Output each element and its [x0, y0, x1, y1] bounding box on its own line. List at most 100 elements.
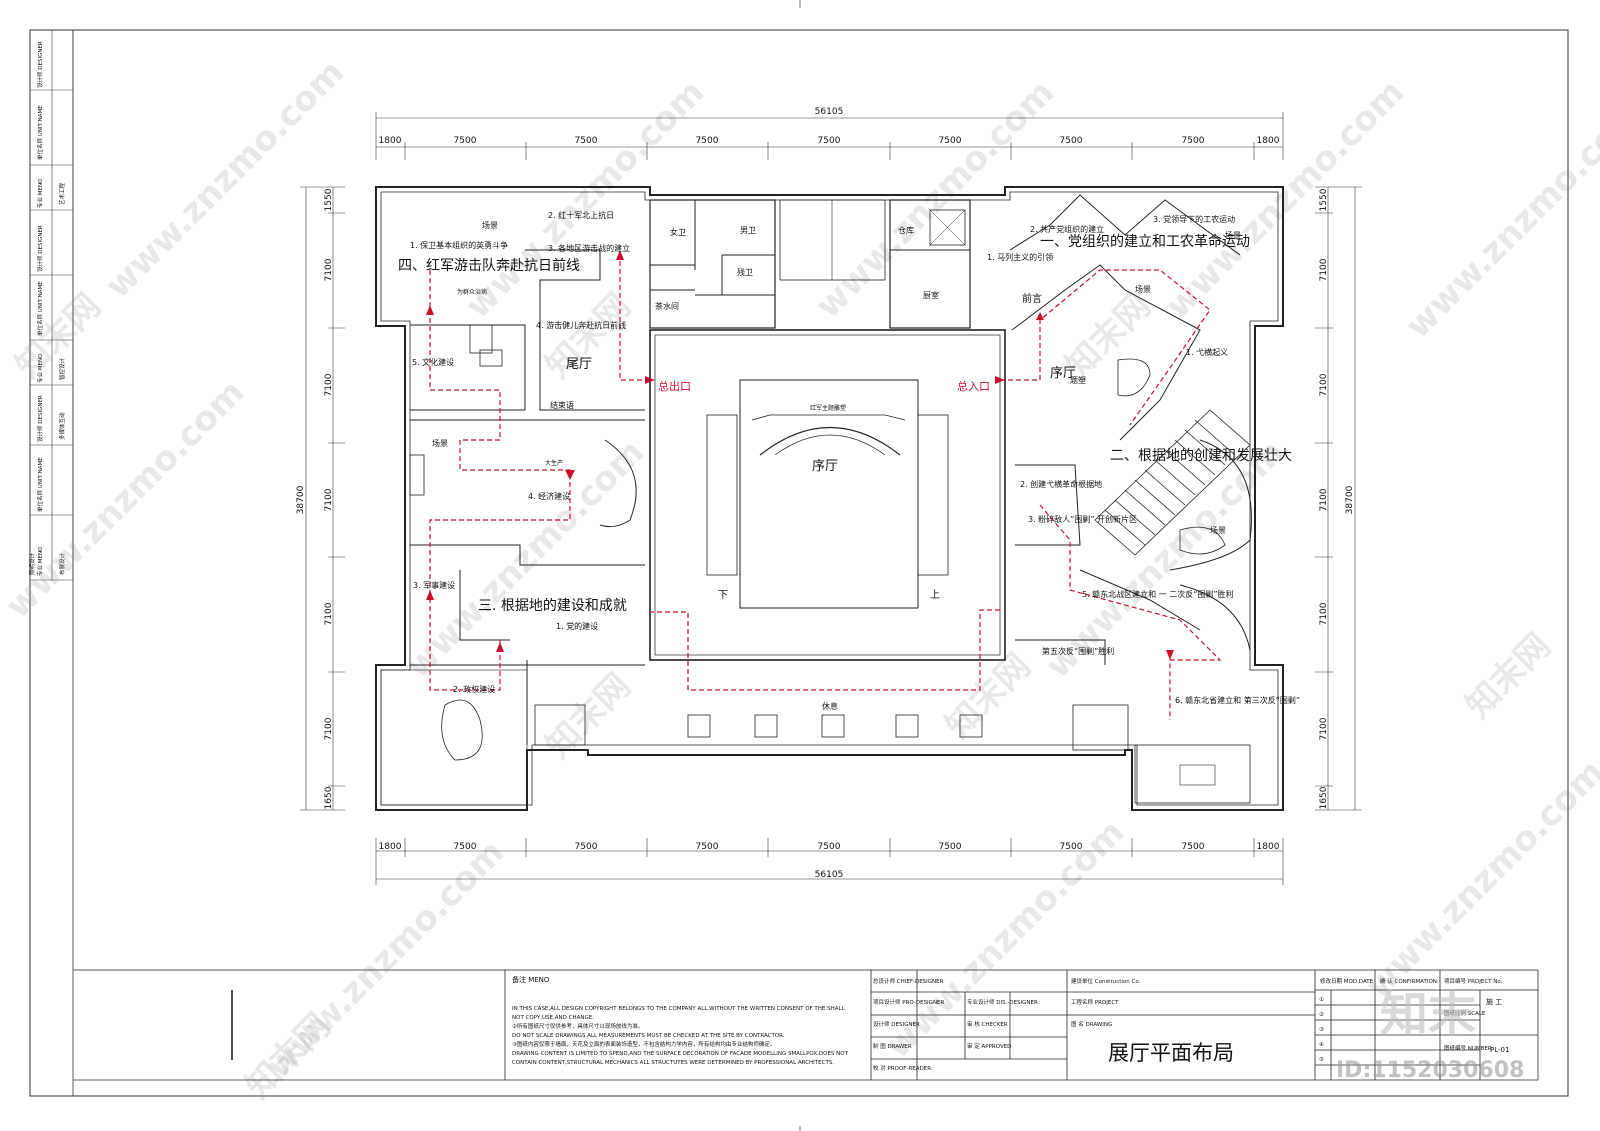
dim-right-seg: 7100: [1319, 488, 1329, 511]
dim-left-seg: 1650: [324, 786, 334, 809]
field-checker: 审 核 CHECKER: [967, 1020, 1008, 1028]
dim-bottom-seg: 7500: [696, 842, 719, 852]
strip-cell-3: 专业 MENO: [36, 178, 44, 208]
sheet-frame: [29, 29, 1569, 1097]
label-main-entrance: 总入口: [957, 379, 990, 393]
watermark-brand: 知末网: [1458, 626, 1558, 726]
dim-left-seg: 7100: [324, 717, 334, 740]
strip-cell-9: 专业 MENO: [36, 546, 44, 576]
drawing-number: PL-01: [1490, 1046, 1509, 1054]
exhibit-d1: 1. 保卫基本组织的英勇斗争: [410, 240, 508, 250]
note-line: NOT COPY,USE,AND CHANGE.: [512, 1015, 594, 1021]
room-disabled-wc: 残卫: [737, 267, 753, 277]
room-storage: 仓库: [898, 225, 914, 235]
dim-bottom-seg: 1800: [1257, 842, 1280, 852]
id-watermark: ID:1152030608: [1336, 1058, 1524, 1083]
revision-mark: ①: [1319, 997, 1324, 1003]
dim-bottom-seg: 7500: [939, 842, 962, 852]
label-topic-sculpture: 题塑: [1070, 376, 1086, 385]
watermark-brand: 知末网: [8, 286, 108, 386]
dim-total-height-right: 38700: [1345, 485, 1355, 514]
label-for-masses: 为群众治病: [457, 288, 487, 296]
section-heading-3: 三. 根据地的建设和成就: [478, 598, 627, 614]
exhibit-b1: 1. 弋横起义: [1186, 347, 1228, 357]
exhibit-b5b: 第五次反“围剿”胜利: [1042, 646, 1114, 656]
label-down: 下: [718, 590, 728, 601]
exhibit-c4: 4. 经济建设: [528, 491, 570, 501]
room-preface: 前言: [1022, 292, 1042, 305]
note-line: CONTAIN CONTENT,STRUCTURAL MECHANICS ALL…: [512, 1060, 834, 1066]
dim-left-seg: 7100: [324, 258, 334, 281]
field-project: 工程名称 PROJECT: [1071, 998, 1119, 1006]
field-drawing-label: 图 名 DRAWING: [1071, 1020, 1112, 1028]
field-phase: 施 工: [1486, 997, 1502, 1006]
label-scene: 场景: [1210, 526, 1226, 535]
field-number-label: 图纸编号 NUMBER: [1444, 1044, 1492, 1052]
drawing-title: 展厅平面布局: [1108, 1041, 1234, 1065]
building-walls: [375, 186, 1284, 811]
exhibit-d3: 3. 各地区游击战的建立: [548, 243, 630, 253]
dim-right-seg: 7100: [1319, 373, 1329, 396]
strip-value-1: 艺术工程: [58, 182, 66, 205]
exhibit-c2: 2. 政权建设: [453, 684, 495, 694]
dim-bottom-seg: 1800: [379, 842, 402, 852]
dim-top-seg: 7500: [1182, 136, 1205, 146]
watermark-site: www.znzmo.com: [458, 72, 712, 326]
note-line: DO NOT SCALE DRAWINGS ALL MEASUREMENTS M…: [512, 1033, 785, 1039]
field-chief-designer: 总设计师 CHIEF-DESIGNER: [873, 977, 944, 985]
watermark-site: www.znzmo.com: [1158, 72, 1412, 326]
exhibit-b3: 3. 粉碎敌人“围剿” 开创新片区: [1028, 514, 1137, 524]
strip-cell-7: 设计师 DESIGNER: [36, 395, 44, 442]
room-female-wc: 女卫: [670, 227, 686, 237]
field-scale: 图纸比例 SCALE: [1444, 1009, 1486, 1017]
label-theme-sculpture: 红军主题雕塑: [810, 404, 846, 412]
field-proof: 校 对 PROOF-READER: [873, 1064, 931, 1072]
room-conclusion: 结束语: [550, 400, 574, 410]
field-mod-date: 修改日期 MOD.DATE: [1320, 977, 1374, 985]
note-line: IN THIS CASE,ALL DESIGN COPYRIGHT BELONG…: [512, 1006, 846, 1012]
dimension-bottom: [375, 838, 1284, 885]
field-approved: 审 定 APPROVED: [967, 1042, 1011, 1050]
revision-mark: ③: [1319, 1027, 1324, 1033]
label-scene: 场景: [1225, 231, 1241, 240]
logo-watermark: 知末: [1380, 986, 1476, 1042]
watermark-brand: 知末网: [938, 646, 1038, 746]
dimension-right: [1315, 186, 1362, 811]
watermark-site: www.znzmo.com: [98, 52, 352, 306]
exhibit-a1: 1. 马列主义的引领: [987, 252, 1053, 262]
revision-mark: ②: [1319, 1011, 1324, 1018]
dim-right-seg: 1550: [1319, 188, 1329, 211]
dim-top-seg: 1800: [379, 136, 402, 146]
left-info-strip: 设计师 DESIGNER 单位名称 UNIT NAME 专业 MENO 设计师 …: [28, 30, 74, 581]
room-kitchen: 厨室: [923, 290, 939, 300]
label-up: 上: [930, 589, 940, 601]
dim-total-height-left: 38700: [296, 485, 306, 514]
room-male-wc: 男卫: [740, 226, 756, 235]
room-xu-ting: 序厅: [1050, 366, 1076, 381]
dim-top-seg: 7500: [939, 136, 962, 146]
exhibit-c3: 3. 军事建设: [413, 580, 455, 590]
revision-mark: ④: [1319, 1042, 1324, 1048]
room-tea: 茶水间: [655, 301, 679, 311]
dim-top-seg: 7500: [454, 136, 477, 146]
dim-bottom-seg: 7500: [1060, 842, 1083, 852]
watermark-site: www.znzmo.com: [1398, 92, 1600, 346]
dim-top-seg: 1800: [1257, 136, 1280, 146]
room-main-hall: 序厅: [812, 459, 838, 474]
strip-value-2: 智控设计: [58, 357, 66, 380]
label-main-exit: 总出口: [658, 379, 691, 393]
strip-cell-4: 设计师 DESIGNER: [36, 225, 44, 272]
exhibit-a2: 2. 共产党组织的建立: [1030, 224, 1104, 234]
notes-label: 备注 MENO: [512, 975, 550, 984]
field-project-no: 项目编号 PROJECT No.: [1444, 977, 1503, 985]
dim-top-seg: 7500: [575, 136, 598, 146]
exhibit-b6: 6. 赣东北省建立和 第三次反“围剿”: [1175, 695, 1300, 705]
exhibit-a3: 3. 党领导下的工农运动: [1153, 214, 1235, 224]
field-dis-designer: 专业设计师 DIS.-DESIGNER: [967, 998, 1038, 1006]
label-rest: 休息: [822, 701, 838, 711]
dim-bottom-seg: 7500: [818, 842, 841, 852]
field-designer: 设计师 DESIGNER: [873, 1020, 920, 1028]
strip-cell-1: 设计师 DESIGNER: [36, 41, 44, 88]
dim-total-width-top: 56105: [815, 107, 844, 117]
